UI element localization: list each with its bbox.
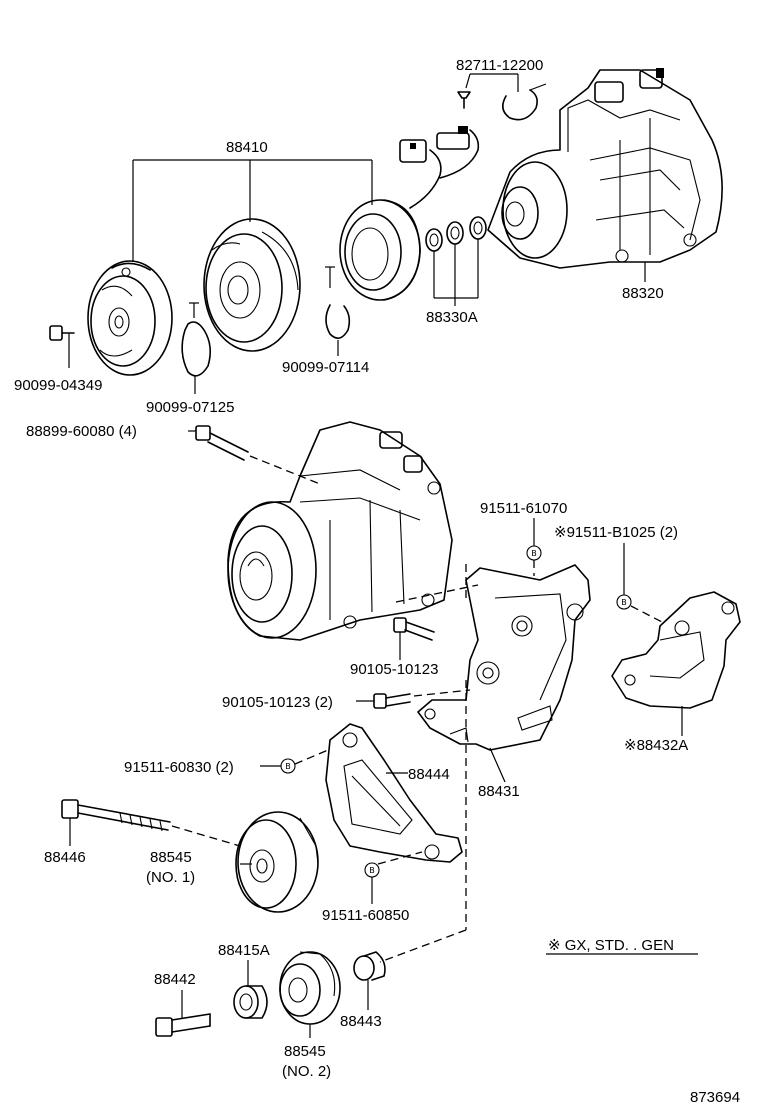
note-text: ※ GX, STD. . GEN (548, 937, 674, 954)
label-91511-60850: 91511-60850 (322, 907, 409, 924)
bolt-90105-b-part (356, 689, 471, 709)
idler-pulley-no1-part (235, 811, 319, 913)
label-88545-no1-sub: (NO. 1) (146, 869, 195, 886)
label-91511-B1025: ※91511-B1025 (2) (554, 524, 678, 541)
bolt-88446-part (61, 799, 241, 847)
bolt-marker-letter: B (621, 598, 627, 607)
bracket-88410 (132, 159, 373, 262)
label-88432A: ※88432A (624, 737, 688, 754)
bolt-90105-a-part (393, 617, 435, 660)
label-88431: 88431 (478, 783, 520, 800)
compressor-88320-part (487, 68, 723, 282)
bolt-90099-04349-part (49, 325, 75, 368)
label-88545-no2-sub: (NO. 2) (282, 1063, 331, 1080)
bolt-88899-part (188, 425, 321, 485)
shims-88330A-part (425, 216, 487, 306)
bracket-88432A-part (611, 591, 741, 736)
diagram-number: 873694 (690, 1089, 740, 1106)
label-88415A: 88415A (218, 942, 270, 959)
label-90099-07114: 90099-07114 (282, 359, 369, 376)
bolt-91511-61070-marker: B (526, 518, 542, 576)
label-90099-07125: 90099-07125 (146, 399, 234, 416)
bolt-marker-letter: B (285, 762, 291, 771)
label-82711-12200: 82711-12200 (456, 57, 543, 74)
bracket-88444-part (325, 723, 463, 863)
label-88443: 88443 (340, 1013, 382, 1030)
clamp-82711-part (457, 73, 547, 121)
pressure-plate-part (87, 260, 173, 376)
pulley-part (203, 218, 301, 352)
label-90099-04349: 90099-04349 (14, 377, 102, 394)
label-88410: 88410 (226, 139, 268, 156)
snap-ring-90099-07125-part (181, 302, 212, 394)
bolt-marker-letter: B (369, 866, 375, 875)
label-90105-10123: 90105-10123 (350, 661, 438, 678)
bolt-88442-part (155, 990, 211, 1037)
label-88545-no1: 88545 (150, 849, 192, 866)
bolt-91511-60830-marker: B (260, 749, 329, 774)
bolt-91511-60850-marker: B (364, 851, 423, 904)
label-88442: 88442 (154, 971, 196, 988)
stator-coil-part (339, 126, 480, 301)
bushing-88443-part (353, 951, 386, 1010)
label-88899-60080: 88899-60080 (4) (26, 423, 137, 440)
spacer-88415A-part (233, 960, 268, 1019)
compressor-assembly-part (227, 421, 479, 641)
label-88320: 88320 (622, 285, 664, 302)
label-91511-60830: 91511-60830 (2) (124, 759, 234, 776)
idler-pulley-no2-part (279, 951, 341, 1038)
label-91511-61070: 91511-61070 (480, 500, 567, 517)
bolt-marker-letter: B (531, 549, 537, 558)
label-88545-no2: 88545 (284, 1043, 326, 1060)
bracket-88431-part (379, 560, 591, 963)
label-90105-10123-2: 90105-10123 (2) (222, 694, 333, 711)
bolt-91511-B1025-marker: B (616, 543, 663, 623)
snap-ring-90099-07114-part (325, 266, 351, 356)
label-88444: 88444 (408, 766, 450, 783)
label-88330A: 88330A (426, 309, 478, 326)
label-88446: 88446 (44, 849, 86, 866)
